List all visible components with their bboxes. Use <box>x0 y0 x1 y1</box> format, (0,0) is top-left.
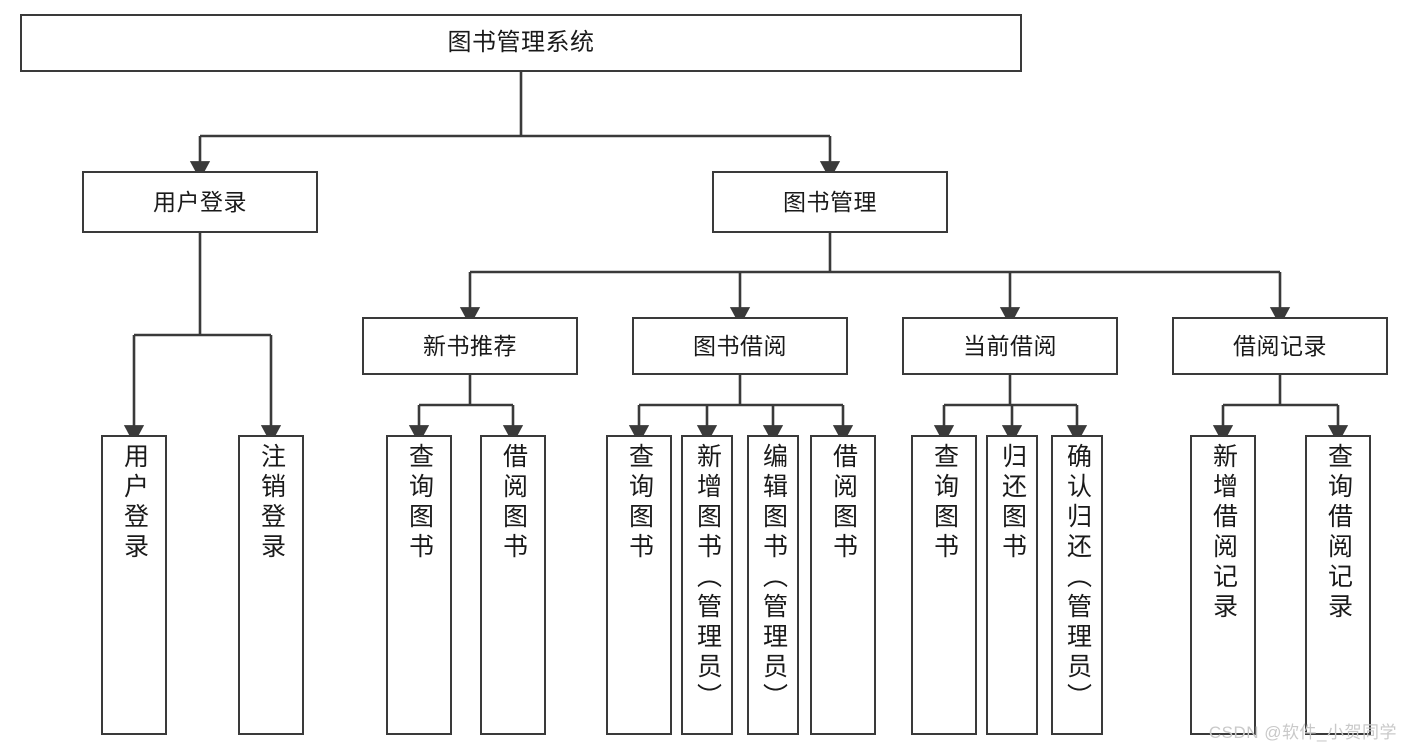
watermark-text: CSDN @软件_小贺同学 <box>1208 723 1397 742</box>
node-new-book-rec[interactable]: 新书推荐 <box>362 317 578 375</box>
node-leaf-user-logout[interactable]: 注销登录 <box>238 435 304 735</box>
node-label: 编辑图书（管理员） <box>759 443 788 713</box>
node-label: 新增图书（管理员） <box>693 443 722 713</box>
node-label: 新书推荐 <box>423 332 517 359</box>
node-current-borrow[interactable]: 当前借阅 <box>902 317 1118 375</box>
node-label: 用户登录 <box>120 443 149 563</box>
node-leaf-return-book[interactable]: 归还图书 <box>986 435 1038 735</box>
node-book-borrow[interactable]: 图书借阅 <box>632 317 848 375</box>
node-leaf-borrow-book-2[interactable]: 借阅图书 <box>810 435 876 735</box>
node-book-manage[interactable]: 图书管理 <box>712 171 948 233</box>
node-label: 查询图书 <box>405 443 434 563</box>
node-label: 查询借阅记录 <box>1324 443 1353 623</box>
node-label: 归还图书 <box>998 443 1027 563</box>
node-label: 图书管理 <box>783 188 877 215</box>
node-leaf-add-book[interactable]: 新增图书（管理员） <box>681 435 733 735</box>
node-root[interactable]: 图书管理系统 <box>20 14 1022 72</box>
node-label: 确认归还（管理员） <box>1063 443 1092 713</box>
node-user-login[interactable]: 用户登录 <box>82 171 318 233</box>
node-label: 查询图书 <box>625 443 654 563</box>
node-label: 借阅图书 <box>499 443 528 563</box>
node-label: 当前借阅 <box>963 332 1057 359</box>
node-leaf-query-book-1[interactable]: 查询图书 <box>386 435 452 735</box>
node-label: 新增借阅记录 <box>1209 443 1238 623</box>
node-label: 图书借阅 <box>693 332 787 359</box>
node-label: 借阅记录 <box>1233 332 1327 359</box>
node-label: 借阅图书 <box>829 443 858 563</box>
node-leaf-add-record[interactable]: 新增借阅记录 <box>1190 435 1256 735</box>
node-label: 查询图书 <box>930 443 959 563</box>
node-leaf-query-record[interactable]: 查询借阅记录 <box>1305 435 1371 735</box>
node-leaf-query-book-2[interactable]: 查询图书 <box>606 435 672 735</box>
node-leaf-confirm-return[interactable]: 确认归还（管理员） <box>1051 435 1103 735</box>
node-leaf-edit-book[interactable]: 编辑图书（管理员） <box>747 435 799 735</box>
node-leaf-query-book-3[interactable]: 查询图书 <box>911 435 977 735</box>
node-leaf-user-login[interactable]: 用户登录 <box>101 435 167 735</box>
node-borrow-record[interactable]: 借阅记录 <box>1172 317 1388 375</box>
node-label: 图书管理系统 <box>447 29 595 57</box>
node-label: 用户登录 <box>153 188 247 215</box>
node-leaf-borrow-book-1[interactable]: 借阅图书 <box>480 435 546 735</box>
node-label: 注销登录 <box>257 443 286 563</box>
